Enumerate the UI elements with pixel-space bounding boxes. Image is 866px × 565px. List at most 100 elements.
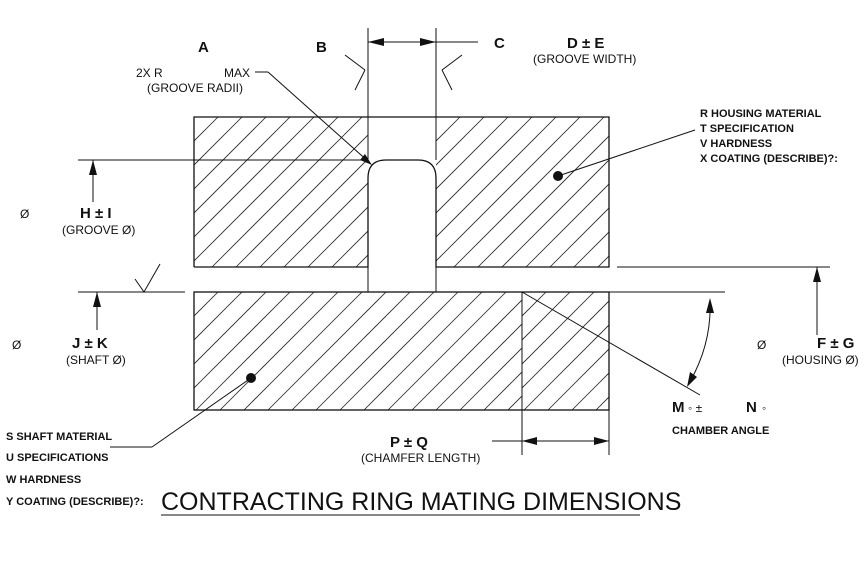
hatch-line [452,117,602,267]
hatch-line [267,292,387,410]
hatch-line [404,117,554,267]
arrowhead [706,298,714,313]
hatch-line [436,117,557,238]
hatch-line [476,117,626,267]
hatch-line [483,371,522,410]
hatch-line [194,117,195,118]
hatch-line [532,292,650,410]
hatch-line [525,183,609,267]
hatch-line [291,292,411,410]
hatch-line [235,134,368,267]
arrowhead [813,267,821,282]
hatch-line [522,292,609,410]
radius-leader [267,71,371,164]
label-c: C [494,35,505,52]
hatch-line [194,292,267,365]
hatch-line [194,292,219,317]
hatch-line [339,292,459,410]
hatch-line [436,117,437,118]
hatch-line [436,117,533,214]
shaft-dia-caption: (SHAFT Ø) [66,353,126,367]
shaft-note: U SPECIFICATIONS [6,452,108,464]
label-chamfer-length: P ± Q [390,434,428,451]
housing-note: V HARDNESS [700,138,772,150]
hatch-line [549,207,609,267]
drawing-title: CONTRACTING RING MATING DIMENSIONS [161,488,681,516]
arrowhead [687,372,697,387]
hatch-line [556,292,674,410]
hatch-line [363,292,483,410]
arrowhead [93,292,101,307]
housing-hatch-right [436,117,609,267]
housing-note: T SPECIFICATION [700,123,794,135]
hatch-line [477,135,609,267]
hatch-line [436,117,581,262]
shaft-note: S SHAFT MATERIAL [6,431,112,443]
label-a: A [198,39,209,56]
housing-hatch-left [194,117,650,267]
hatch-line [331,230,368,267]
hatch-line [194,117,243,166]
arrowhead [420,38,436,46]
hatch-line [194,117,315,238]
radius-count: 2X R [136,66,163,80]
hatch-line [194,292,291,389]
groove-width-caption: (GROOVE WIDTH) [533,52,636,66]
housing-dia-caption: (HOUSING Ø) [782,353,859,367]
label-angle-n: N [746,399,757,416]
hatch-line [453,117,605,267]
diameter-symbol-shaft: Ø [12,338,21,352]
hatch-line [194,117,267,190]
leader-c [441,54,463,71]
hatch-line [620,292,738,410]
hatch-line [411,299,522,410]
hatch-line [307,206,368,267]
label-housing-dia: F ± G [817,335,854,352]
angle-m-degree: ◦ ± [688,401,703,415]
diameter-symbol-housing: Ø [757,338,766,352]
hatch-line [243,292,363,410]
leader-c [441,69,453,91]
hatch-line [547,292,609,410]
label-shaft-dia: J ± K [72,335,108,352]
hatch-line [573,231,609,267]
hatch-line [436,117,485,166]
hatch-line [507,395,522,410]
hatch-line [580,292,698,410]
shaft-chamfer-hatch [522,292,786,410]
hatch-line [436,117,509,190]
hatch-line [522,292,523,410]
chamfer-angle-caption: CHAMBER ANGLE [672,425,769,437]
label-b: B [316,39,327,56]
shaft-note: W HARDNESS [6,474,81,486]
hatch-line [219,292,339,410]
groove-dia-caption: (GROOVE Ø) [62,223,135,237]
hatch-line [435,323,522,410]
leader-b [344,54,366,71]
shaft-outline [193,291,610,411]
shaft-hatch [194,292,722,410]
hatch-line [355,254,368,267]
diameter-symbol-groove: Ø [20,207,29,221]
hatch-line [380,117,530,267]
hatch-line [283,182,368,267]
arrowhead [89,160,97,175]
angle-n-degree: ◦ [762,401,766,415]
hatch-line [522,292,595,410]
groove-radii-caption: (GROOVE RADII) [147,81,243,95]
shaft-note: Y COATING (DESCRIBE)?: [6,496,144,508]
hatch-line [668,292,786,410]
hatch-line [500,117,650,267]
label-groove-width: D ± E [567,35,604,52]
label-angle-m: M [672,399,685,416]
hatch-line [195,292,315,410]
chamfer-length-caption: (CHAMFER LENGTH) [361,451,480,465]
hatch-line [501,159,609,267]
hatch-line [194,117,291,214]
label-groove-dia: H ± I [80,205,112,222]
arrowhead [368,38,384,46]
hatch-line [259,158,368,267]
surface-finish-mark [134,263,161,293]
hatch-line [604,292,722,410]
